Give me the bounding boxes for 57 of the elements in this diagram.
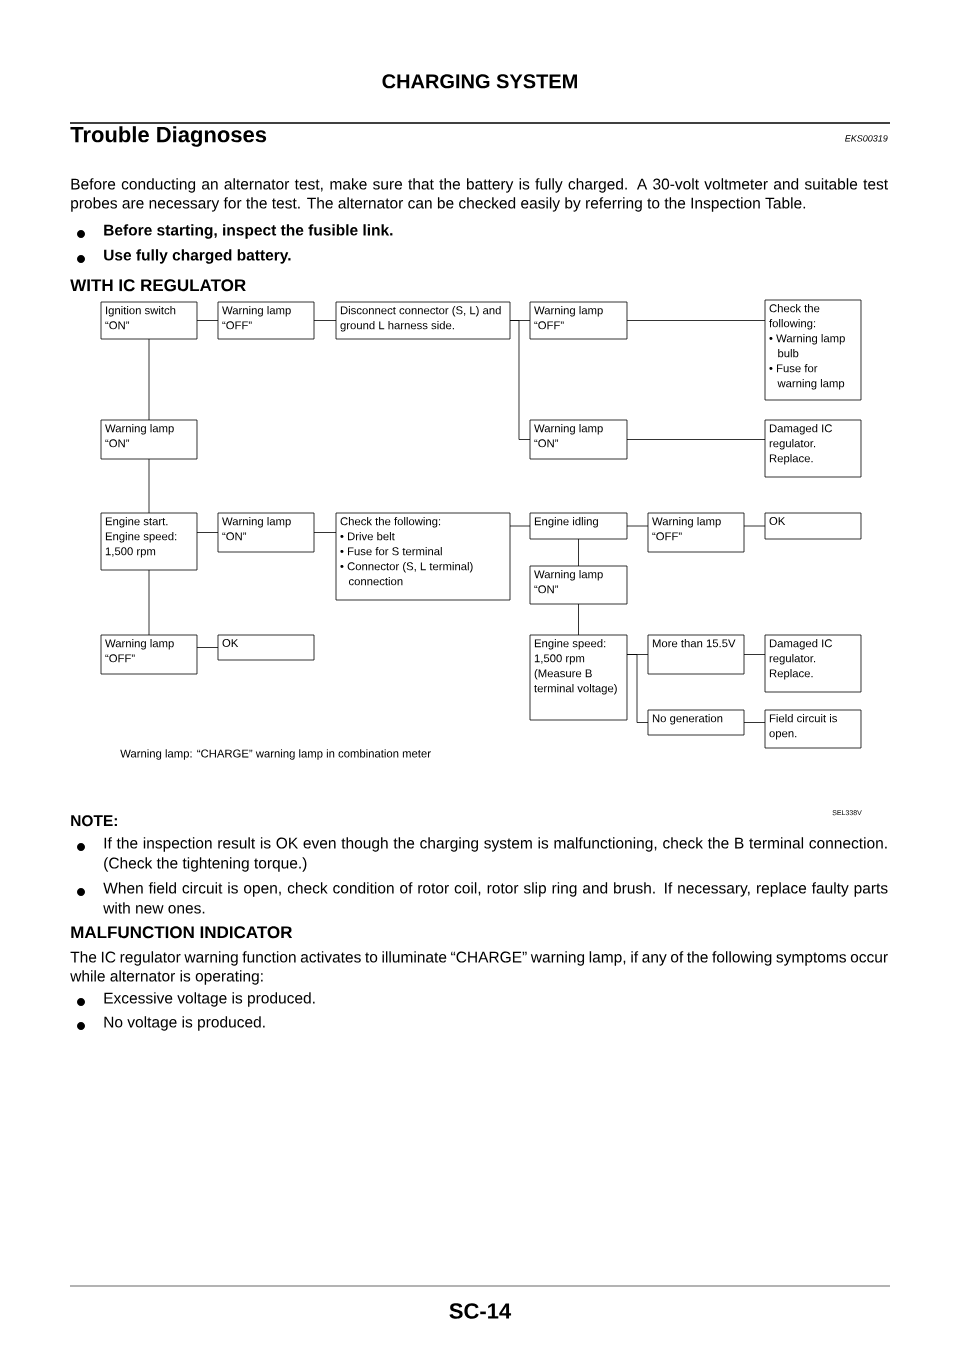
flowchart-box: OK — [217, 634, 315, 661]
section-heading: MALFUNCTION INDICATOR — [71, 926, 293, 939]
diagram-heading: WITH IC REGULATOR — [70, 279, 246, 292]
connector-line — [148, 458, 150, 514]
flowchart-box: Engine start. Engine speed: 1,500 rpm — [100, 512, 198, 571]
flowchart-box: Disconnect connector (S, L) and ground L harness side. — [335, 301, 511, 340]
page-header: CHARGING SYSTEM — [382, 74, 577, 89]
connector-line — [626, 525, 649, 527]
connector-line — [196, 532, 219, 533]
flowchart-box: Warning lamp “OFF” — [100, 634, 198, 675]
connector-line — [148, 338, 150, 421]
connector-line — [509, 320, 531, 440]
flowchart-box: Damaged IC regulator. Replace. — [764, 419, 862, 478]
flowchart-box: Warning lamp “ON” — [100, 419, 198, 460]
flowchart-box: Damaged IC regulator. Replace. — [764, 634, 862, 693]
connector-line — [743, 654, 766, 655]
connector-line — [743, 525, 766, 527]
connector-line — [148, 569, 150, 636]
flowchart-box: Check the following: • Drive belt • Fuse for S terminal • Connector (S, L terminal) connection — [335, 512, 511, 601]
flowchart-box: No generation — [647, 709, 745, 736]
paragraph: Before conducting an alternator test, make sure that the battery is fully charged. A 30-volt voltmeter and suitable test probes are necessary for the test. The alternator can be checked easily by referring to the Inspection Table. — [71, 178, 888, 212]
bullet-item: If the inspection result is OK even though the charging system is malfunctioning, check the B terminal connection. (Check the tightening torque.) — [104, 837, 887, 872]
flowchart-box: Warning lamp “ON” — [529, 565, 628, 605]
flowchart-box: Field circuit is open. — [764, 709, 862, 749]
connector-line — [196, 647, 219, 648]
flowchart-box: Ignition switch “ON” — [100, 301, 198, 340]
connector-line — [578, 603, 579, 636]
connector-line — [626, 320, 766, 321]
flowchart-box: Warning lamp “ON” — [529, 419, 628, 460]
diagram-note: Warning lamp: “CHARGE” warning lamp in combination meter — [120, 749, 431, 760]
flowchart-box: Warning lamp “ON” — [217, 512, 315, 553]
flowchart-box: Warning lamp “OFF” — [529, 301, 628, 340]
bullet-item: Before starting, inspect the fusible link. — [104, 224, 393, 239]
bullet-item: When field circuit is open, check condition of rotor coil, rotor slip ring and brush. If necessary, replace faulty parts with new ones. — [103, 882, 888, 914]
reference-code: EKS00319 — [845, 135, 888, 142]
connector-line — [743, 722, 766, 723]
connector-line — [509, 525, 531, 527]
connector-line — [626, 654, 649, 723]
flowchart-box: OK — [764, 512, 862, 540]
flowchart-box: Warning lamp “OFF” — [647, 512, 745, 553]
note-heading: NOTE: — [71, 815, 117, 827]
connector-line — [626, 439, 766, 440]
connector-line — [578, 538, 579, 567]
flowchart-box: Warning lamp “OFF” — [217, 301, 315, 340]
flowchart-box: Check the following: • Warning lamp bulb • Fuse for warning lamp — [764, 299, 862, 401]
bullet-item: No voltage is produced. — [104, 1016, 265, 1031]
connector-line — [196, 320, 219, 321]
paragraph: The IC regulator warning function activates to illuminate “CHARGE” warning lamp, if any of the following symptoms occur while alternator is operating: — [70, 951, 888, 985]
flowchart-box: Engine speed: 1,500 rpm (Measure B terminal voltage) — [529, 634, 628, 721]
connector-line — [313, 532, 337, 533]
bullet-item: Excessive voltage is produced. — [104, 992, 315, 1007]
page-number: SC-14 — [449, 1303, 512, 1319]
connector-line — [313, 320, 337, 321]
bullet-item: Use fully charged battery. — [104, 249, 291, 264]
flowchart-box: Engine idling — [529, 512, 628, 540]
flowchart-box: More than 15.5V — [647, 634, 745, 675]
section-heading: Trouble Diagnoses — [70, 126, 267, 147]
